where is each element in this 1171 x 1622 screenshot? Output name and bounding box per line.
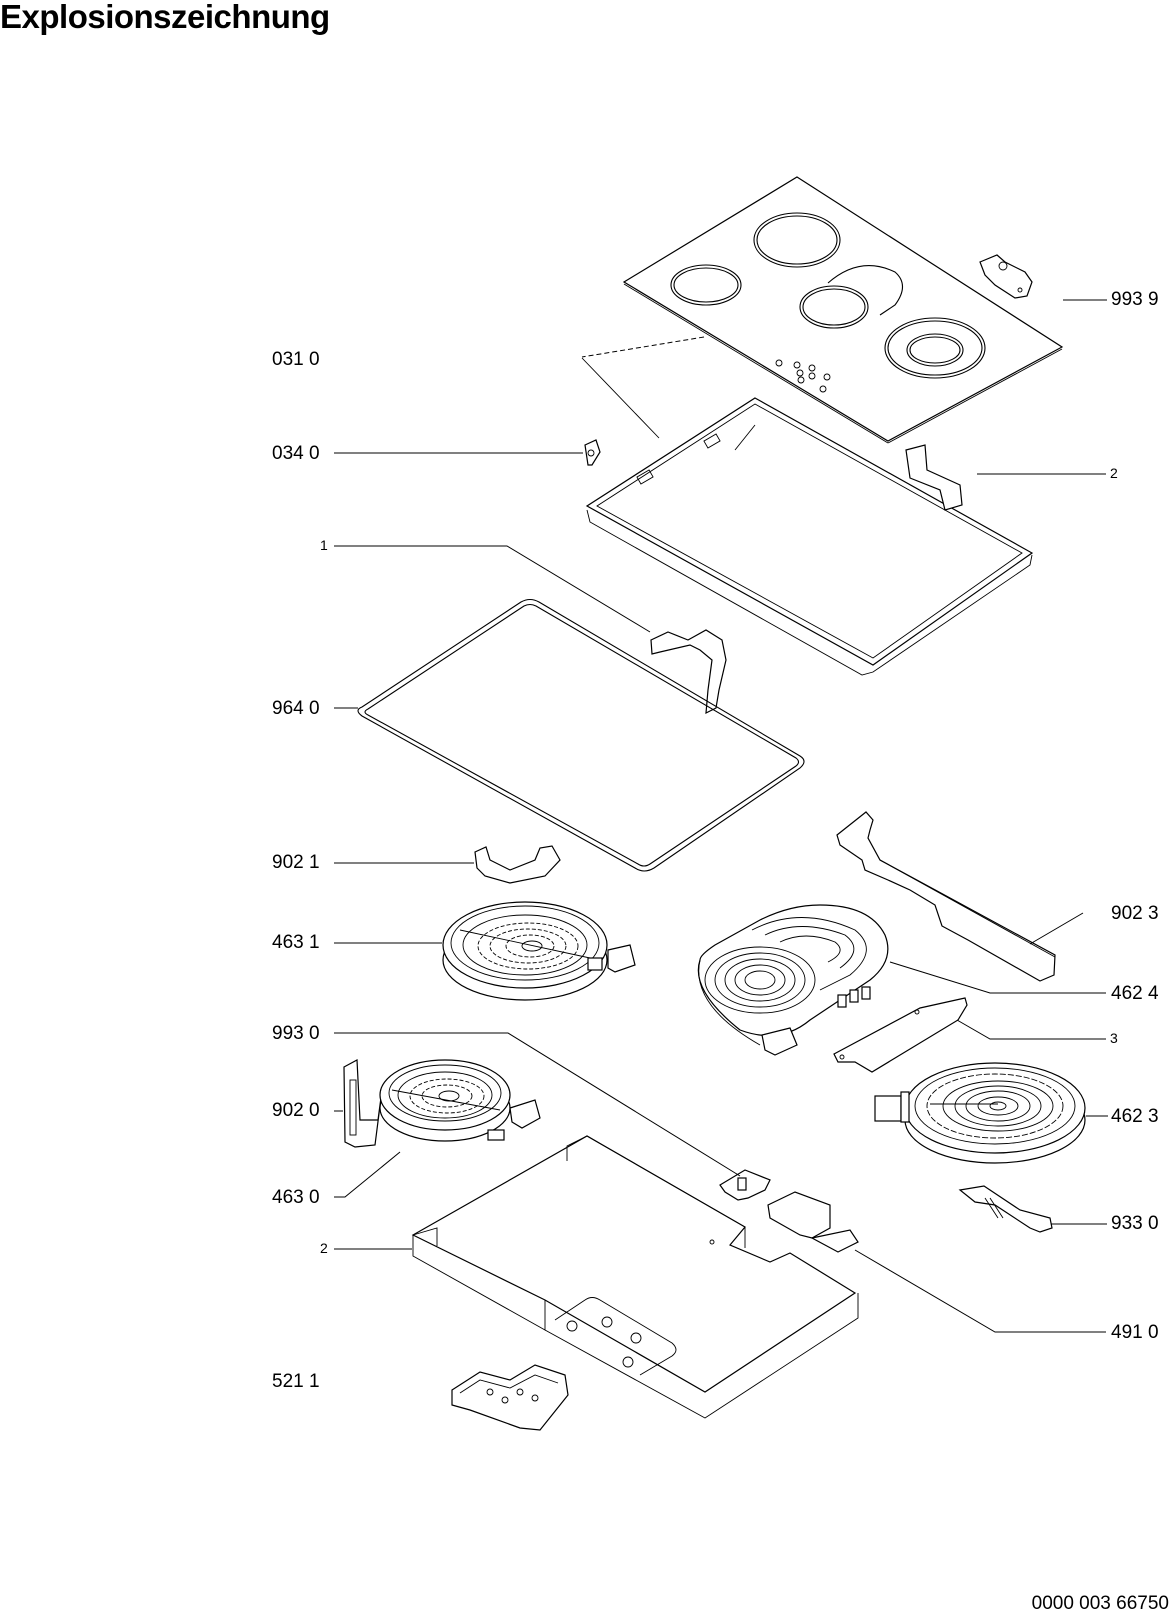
label-2-top: 2 [1110,465,1118,481]
clip-034-0[interactable] [334,439,601,466]
side-bracket-2[interactable] [905,444,1106,511]
dual-circuit-heater-462-3[interactable] [874,1062,1108,1164]
dual-oval-heater-462-4[interactable] [697,904,1106,1056]
control-module-521-1[interactable] [451,1364,569,1431]
label-463-0: 463 0 [272,1187,320,1208]
label-462-4: 462 4 [1111,983,1159,1004]
label-902-1: 902 1 [272,852,320,873]
label-993-9: 993 9 [1111,289,1159,310]
label-902-0: 902 0 [272,1100,320,1121]
label-1: 1 [320,537,328,553]
holder-902-1[interactable] [334,845,561,884]
label-902-3: 902 3 [1111,903,1159,924]
label-491-0: 491 0 [1111,1322,1159,1343]
label-031-0: 031 0 [272,349,320,370]
support-rail-902-3[interactable] [836,811,1084,982]
terminal-block-491-0[interactable] [767,1191,1106,1333]
clamp-993-0[interactable] [334,1032,771,1201]
radiant-heater-463-1[interactable] [334,901,636,1001]
label-3: 3 [1110,1030,1118,1046]
label-2-bottom: 2 [320,1240,328,1256]
temperature-limiter-933-0[interactable] [958,1185,1107,1233]
base-tray-2[interactable] [334,1135,859,1419]
label-993-0: 993 0 [272,1023,320,1044]
spring-clamp-1[interactable] [334,545,727,715]
label-463-1: 463 1 [272,932,320,953]
glass-ceramic-top[interactable] [581,176,1064,444]
label-521-1: 521 1 [272,1371,320,1392]
label-462-3: 462 3 [1111,1106,1159,1127]
holder-902-0[interactable] [334,1059,383,1148]
label-964-0: 964 0 [272,698,320,719]
bracket-3[interactable] [833,997,1106,1073]
seal-964-0[interactable] [334,598,805,872]
bracket-993-9[interactable] [979,254,1107,301]
cooktop-frame[interactable] [585,397,1034,676]
document-number: 0000 003 66750 [1031,1593,1169,1614]
label-933-0: 933 0 [1111,1213,1159,1234]
label-034-0: 034 0 [272,443,320,464]
page-title: Explosionszeichnung [0,0,330,35]
radiant-heater-463-0[interactable] [334,1059,541,1198]
